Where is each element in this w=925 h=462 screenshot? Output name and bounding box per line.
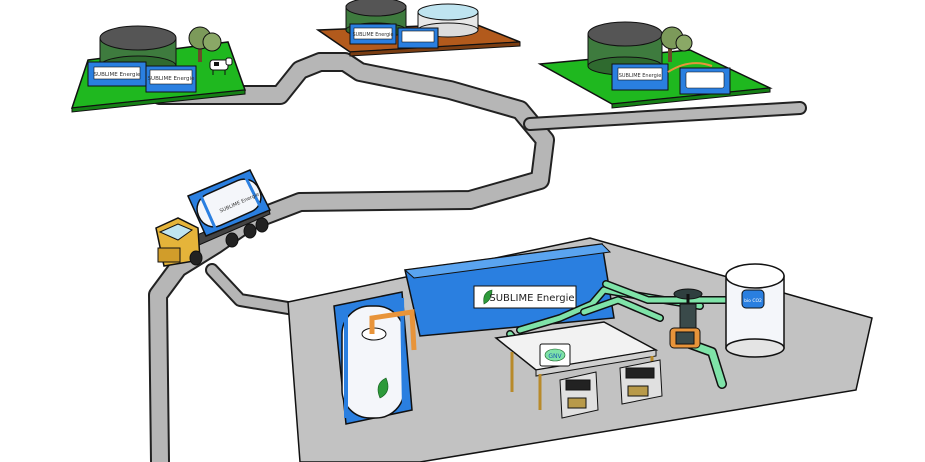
refuelling-station: SUBLIME Energie: [287, 237, 873, 462]
tree-icon: [188, 26, 222, 62]
fuel-dispenser-right: [619, 359, 663, 405]
container-farm-left-1: SUBLIME Energie: [87, 61, 147, 87]
valve-icon: [669, 288, 703, 349]
farm-center: SUBLIME Energie: [315, 0, 521, 57]
container-farm-center-1: SUBLIME Energie: [349, 23, 397, 45]
container-farm-right-1-label: SUBLIME Energie: [619, 73, 662, 79]
fuel-canopy: GNV: [494, 321, 659, 410]
cow-icon: [209, 57, 233, 75]
cryo-tank: [333, 291, 417, 425]
container-farm-left-1-label: SUBLIME Energie: [94, 72, 141, 78]
container-sign: [473, 285, 577, 309]
cryo-tank-pipe: [369, 309, 417, 351]
container-sign-text: SUBLIME Energie: [489, 293, 574, 304]
station-sign-text: GNV: [548, 353, 562, 360]
farm-left: SUBLIME Energie SUBLIME Energie: [70, 25, 247, 113]
container-farm-center-1-label: SUBLIME Energie: [353, 32, 394, 38]
iso-tank-on-truck: SUBLIME Energie: [187, 169, 272, 237]
container-farm-left-2: SUBLIME Energie: [145, 65, 197, 93]
truck-wheels: [189, 217, 269, 266]
leaf-logo-icon: [483, 289, 493, 305]
fuel-dispenser-left: [559, 371, 599, 419]
leaf-logo-icon: [377, 377, 389, 399]
road-network: [148, 52, 807, 462]
farm-right: SUBLIME Energie: [537, 21, 773, 109]
container-farm-center-2: [397, 27, 439, 49]
container-farm-left-2-label: SUBLIME Energie: [148, 76, 195, 82]
container-farm-right-1: SUBLIME Energie: [611, 63, 669, 91]
tanker-truck: SUBLIME Energie: [155, 169, 272, 267]
container-farm-right-2: [667, 62, 731, 95]
tree-icon: [660, 26, 693, 62]
gas-pipes: [506, 280, 732, 389]
co2-tank-badge: [741, 289, 765, 309]
truck-cab: [155, 217, 201, 267]
co2-tank-label: bio CO2: [744, 298, 762, 304]
co2-storage-tank: bio CO2: [725, 263, 785, 358]
